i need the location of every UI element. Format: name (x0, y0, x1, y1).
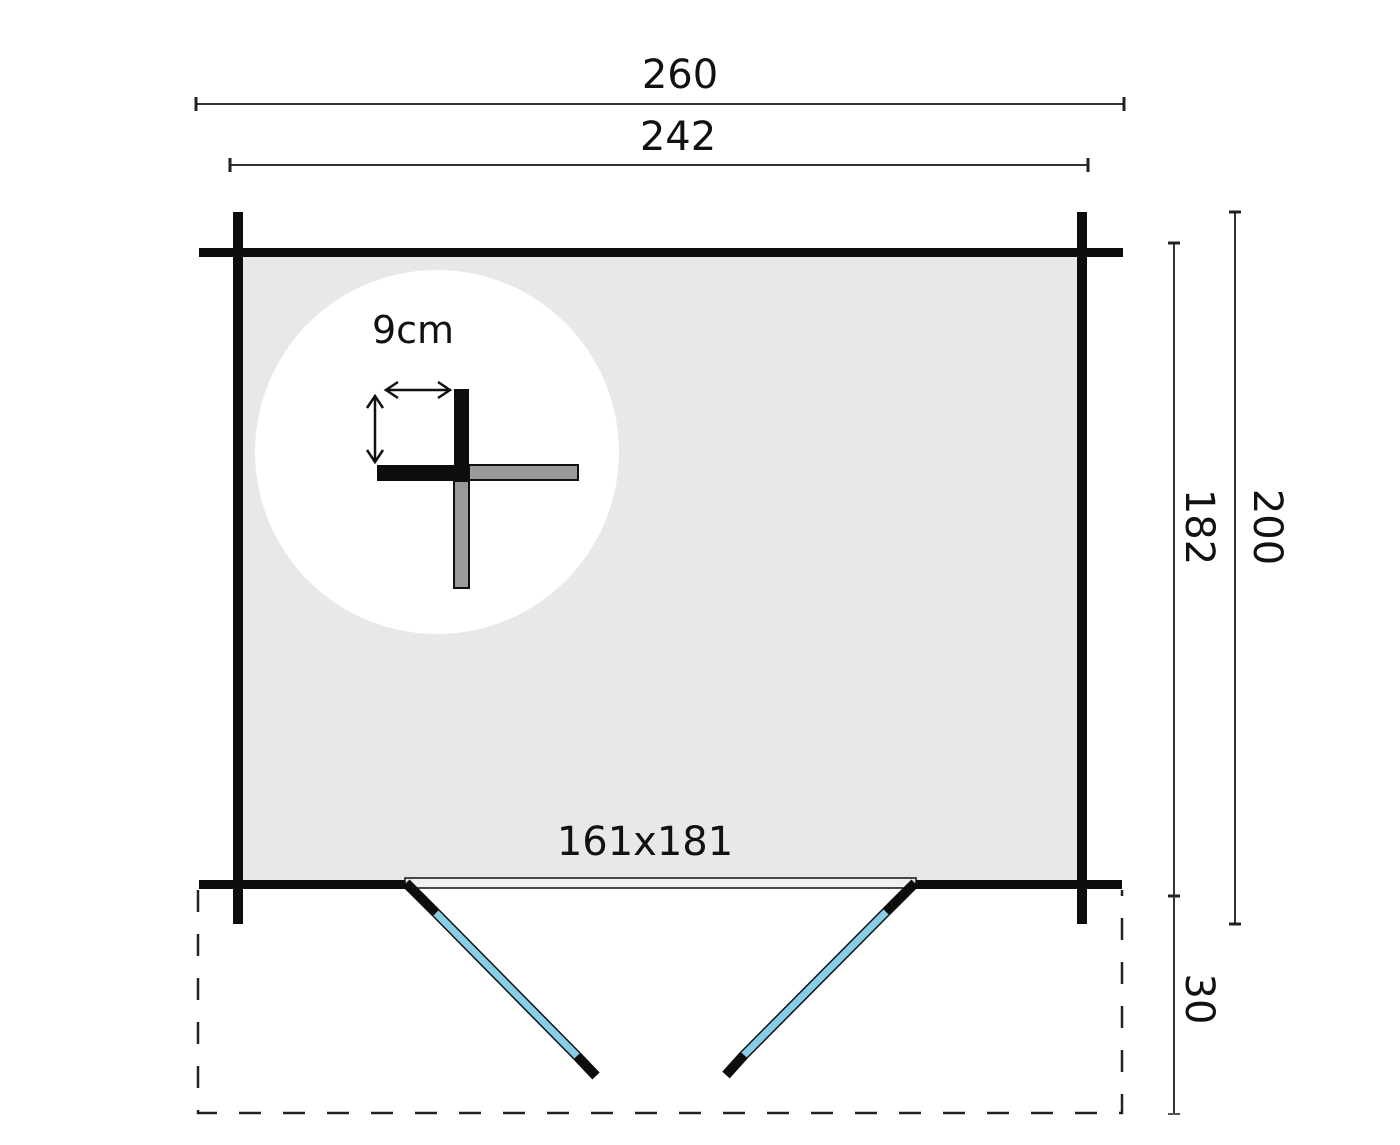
label-inner-width: 242 (640, 114, 716, 160)
label-overall-depth: 200 (1244, 489, 1290, 565)
wall-bottom-left (199, 880, 405, 889)
porch-outline (196, 890, 1124, 1115)
label-inner-depth: 182 (1176, 489, 1222, 565)
wall-right (1077, 212, 1087, 924)
label-porch-depth: 30 (1176, 974, 1222, 1025)
door-threshold (404, 877, 917, 889)
wall-left (233, 212, 243, 924)
label-overall-width: 260 (642, 52, 718, 98)
door-leaf-left (402, 879, 600, 1080)
log-primary-vertical (454, 389, 469, 481)
wall-bottom-right (915, 880, 1122, 889)
label-wall-thickness: 9cm (372, 308, 454, 352)
door-leaf-right (722, 879, 919, 1079)
corner-detail-inset: 9cm (255, 270, 619, 634)
log-primary-horizontal (377, 465, 469, 481)
arrow-horizontal-icon (383, 380, 453, 400)
dimension-overall-width: 260 (194, 52, 1126, 111)
dimension-porch-depth: 30 (1168, 896, 1222, 1115)
arrow-vertical-icon (365, 393, 385, 465)
wall-top (199, 248, 1123, 257)
log-secondary-vertical (453, 480, 470, 589)
label-door-opening: 161x181 (557, 819, 733, 865)
dimension-inner-width: 242 (228, 114, 1090, 172)
dimension-overall-depth: 200 (1229, 210, 1290, 926)
log-secondary-horizontal (468, 464, 579, 481)
walls (199, 212, 1123, 924)
dimension-inner-depth: 182 (1168, 241, 1222, 898)
